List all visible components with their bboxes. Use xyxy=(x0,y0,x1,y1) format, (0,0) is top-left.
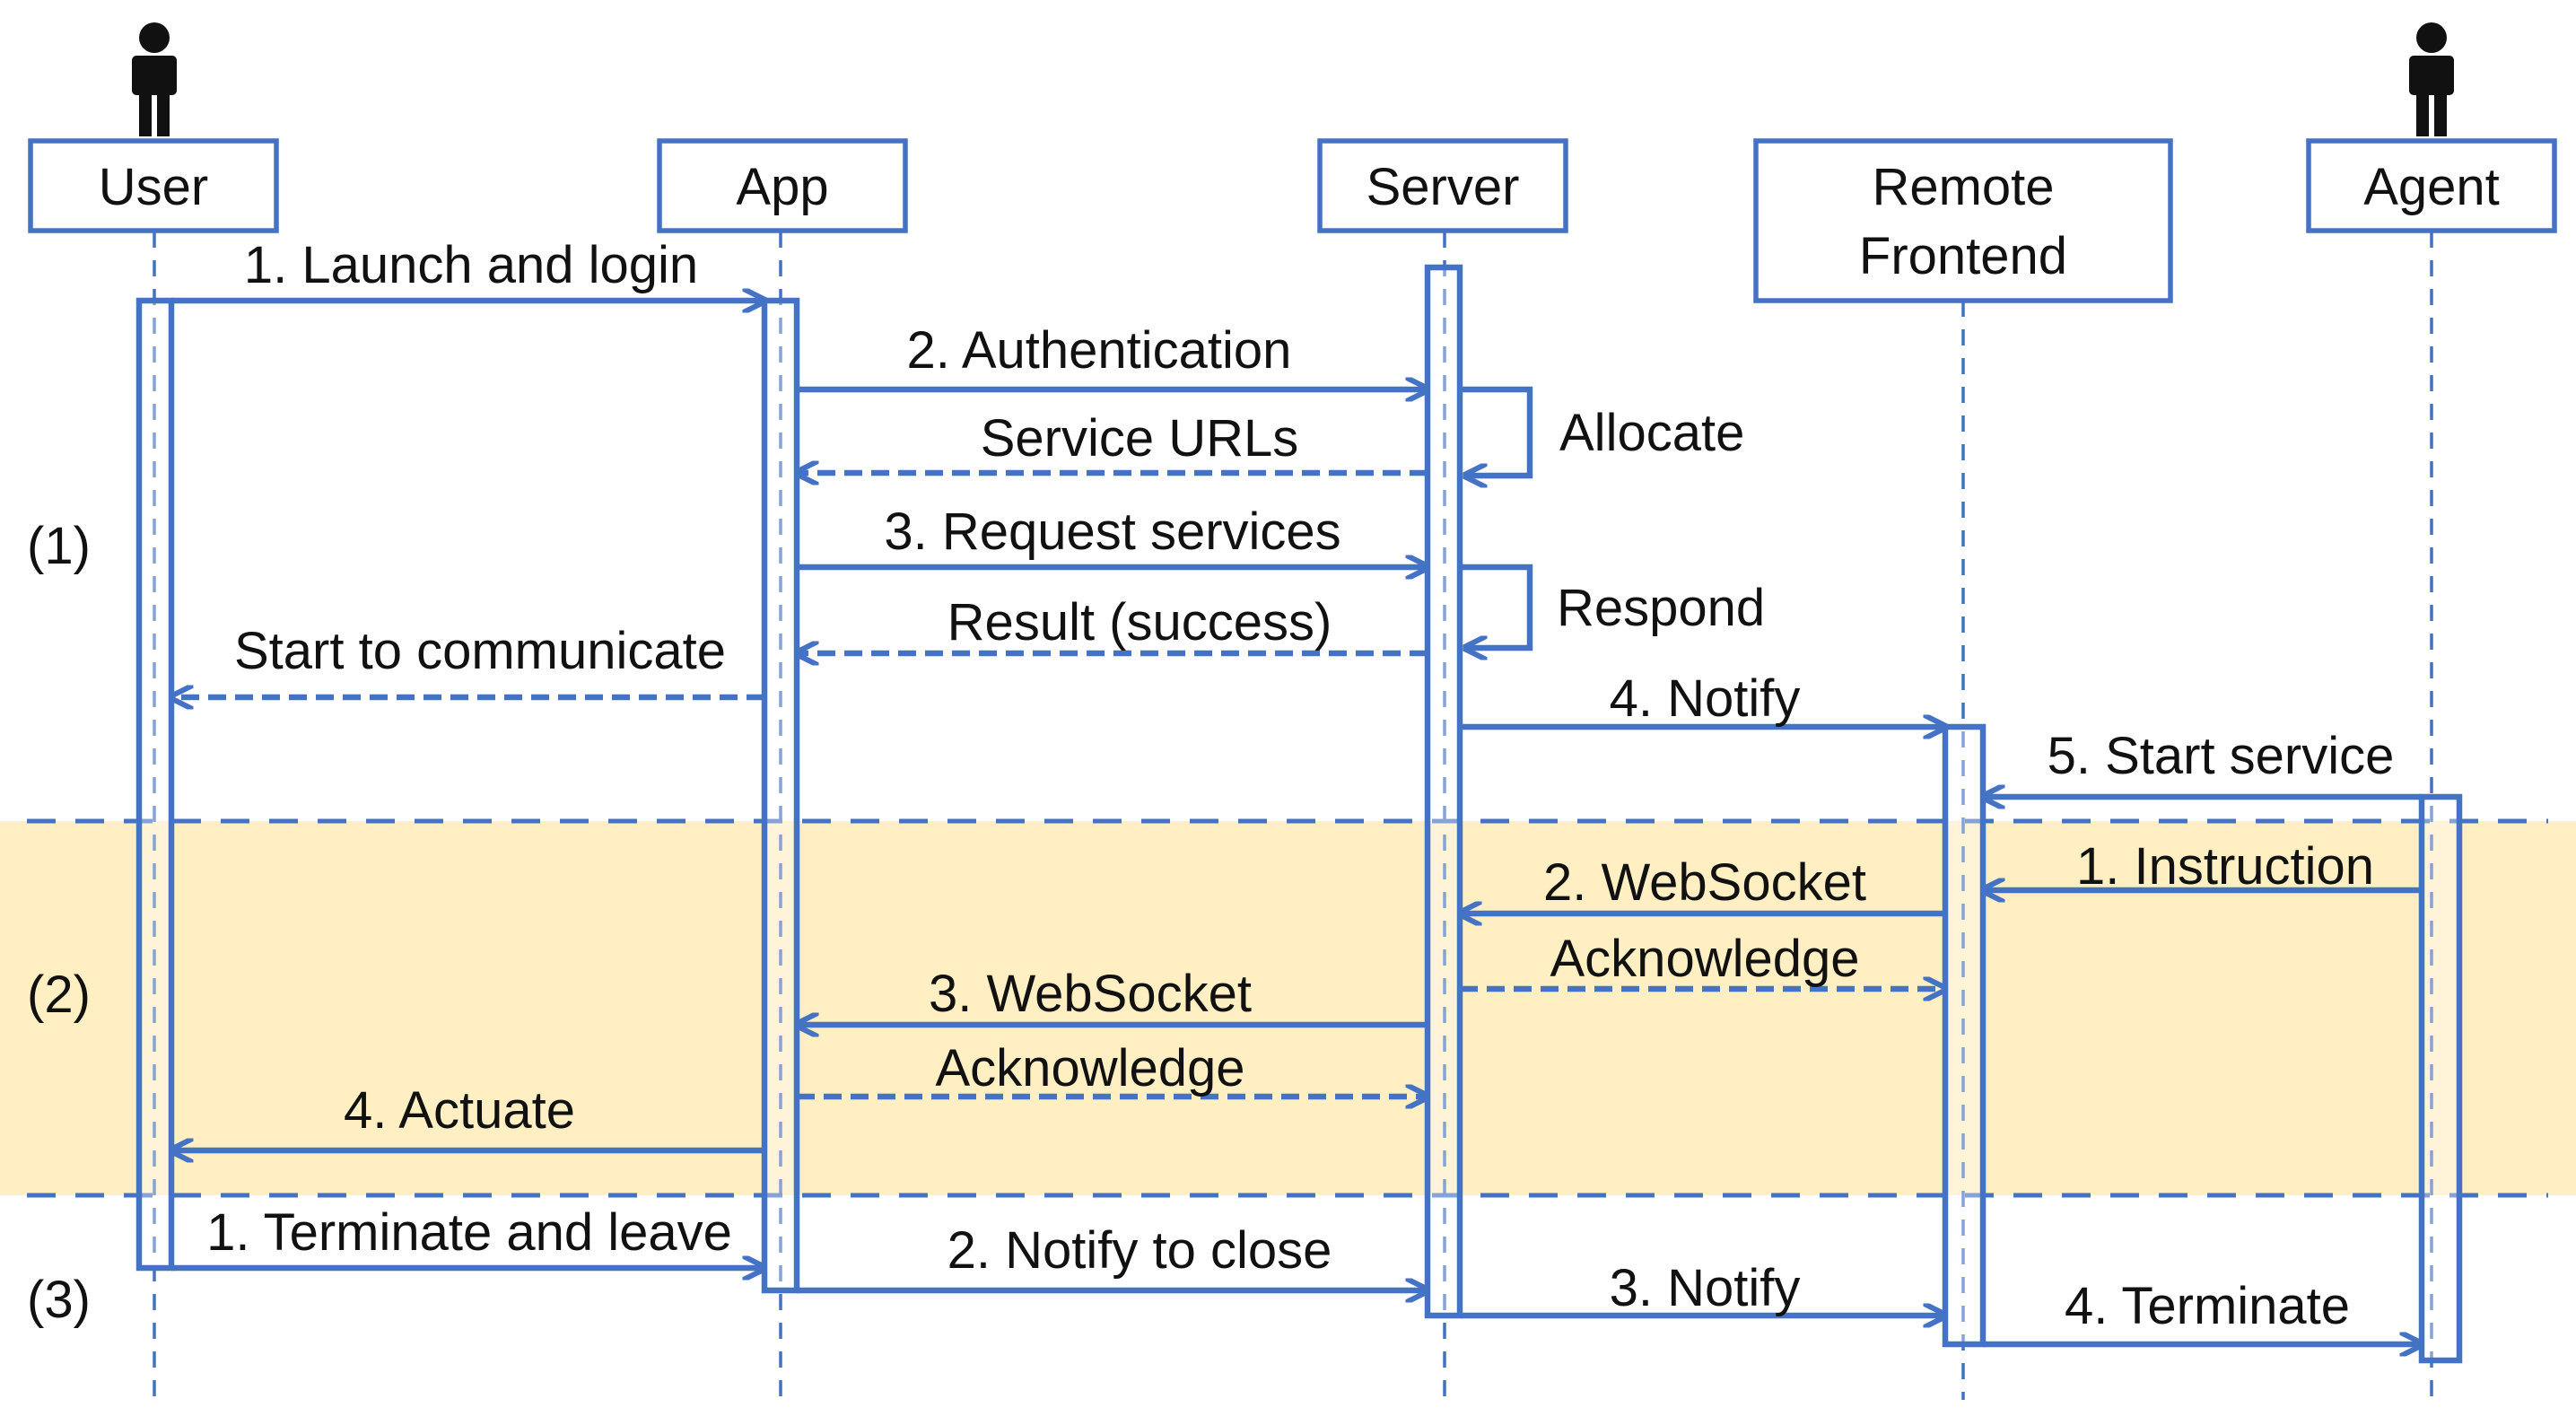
phase-label-1: (1) xyxy=(27,517,91,575)
person-icon xyxy=(2409,22,2454,136)
activation-bar-user xyxy=(135,297,175,1272)
participant-box-server xyxy=(1317,138,1568,233)
message-label-3-request-services: 3. Request services xyxy=(884,503,1340,561)
message-label-respond: Respond xyxy=(1557,579,1765,637)
message-label-start-to-communicate: Start to communicate xyxy=(234,622,726,680)
participant-label-server: Server xyxy=(1367,158,1520,216)
message-label-2-authentication: 2. Authentication xyxy=(907,321,1292,380)
message-label-4-notify: 4. Notify xyxy=(1610,669,1801,728)
activation-bar-remote xyxy=(1942,723,1987,1348)
participant-label-app: App xyxy=(736,158,828,216)
message-label-5-start-service: 5. Start service xyxy=(2048,727,2395,785)
message-label-3-notify: 3. Notify xyxy=(1610,1259,1801,1317)
message-label-1-terminate-and-leave: 1. Terminate and leave xyxy=(206,1203,732,1262)
participant-label-remote-line1: Remote xyxy=(1872,158,2054,216)
participant-label-remote-line2: Frontend xyxy=(1859,227,2067,285)
message-label-4-actuate: 4. Actuate xyxy=(344,1081,575,1140)
phase-label-2: (2) xyxy=(27,966,91,1024)
message-label-service-urls: Service URLs xyxy=(981,409,1299,468)
person-icon xyxy=(132,22,177,136)
message-layer: 1. Launch and login 2. AuthenticationAllo… xyxy=(171,236,2422,1344)
phase-label-3: (3) xyxy=(27,1271,91,1329)
activation-bar-server xyxy=(1424,264,1463,1319)
activation-bar-app xyxy=(761,297,800,1294)
message-label-4-terminate: 4. Terminate xyxy=(2065,1277,2350,1335)
participant-box-app xyxy=(657,138,908,233)
message-label-2-notify-to-close: 2. Notify to close xyxy=(947,1221,1332,1280)
participant-label-agent: Agent xyxy=(2363,158,2500,216)
message-label-allocate: Allocate xyxy=(1559,404,1744,462)
participant-box-remote xyxy=(1753,138,2173,303)
phase-2-background xyxy=(0,821,2576,1195)
message-label-1-launch-and-login: 1. Launch and login xyxy=(244,236,698,294)
message-arrow-respond xyxy=(1460,564,1533,648)
message-label-1-instruction: 1. Instruction xyxy=(2076,837,2374,896)
message-label-acknowledge: Acknowledge xyxy=(1550,930,1860,988)
message-label-2-websocket: 2. WebSocket xyxy=(1543,853,1866,912)
message-label-3-websocket: 3. WebSocket xyxy=(929,965,1252,1023)
message-arrow-allocate xyxy=(1460,386,1533,476)
participant-box-user xyxy=(28,138,279,233)
participant-label-user: User xyxy=(99,158,208,216)
message-label-result-success: Result (success) xyxy=(947,593,1332,651)
participant-box-agent xyxy=(2306,138,2557,233)
message-label-acknowledge: Acknowledge xyxy=(936,1039,1245,1097)
activation-bar-agent xyxy=(2418,793,2463,1364)
